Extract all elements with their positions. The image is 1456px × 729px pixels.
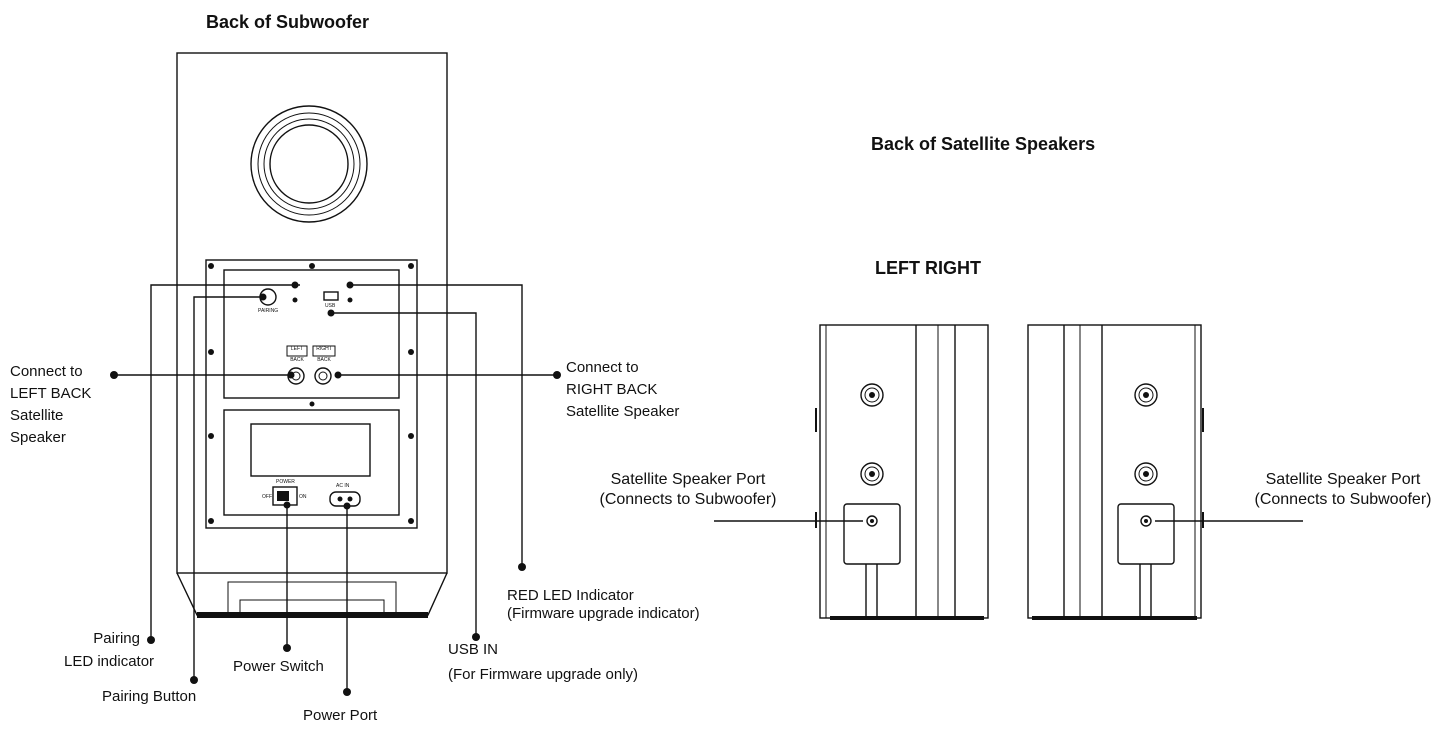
- callout-red-led: RED LED Indicator (Firmware upgrade indi…: [507, 587, 700, 622]
- panel-pairing-label: PAIRING: [258, 308, 279, 314]
- callout-right-back: Connect to RIGHT BACK Satellite Speaker: [566, 359, 680, 420]
- subwoofer-back-panel: [205, 259, 418, 529]
- callout-right-satellite-port: Satellite Speaker Port (Connects to Subw…: [1254, 471, 1432, 508]
- callout-power-switch: Power Switch: [233, 658, 324, 675]
- callout-left-satellite-port: Satellite Speaker Port (Connects to Subw…: [599, 471, 777, 508]
- panel-off-label: OFF: [262, 494, 272, 500]
- panel-power-label: POWER: [276, 479, 295, 485]
- panel-left-back-label: LEFT: [290, 346, 304, 352]
- callout-pairing-led: Pairing LED indicator: [64, 630, 155, 670]
- callout-left-back: Connect to LEFT BACK Satellite Speaker: [10, 363, 92, 446]
- left-satellite-speaker: [714, 324, 989, 620]
- subwoofer-title: Back of Subwoofer: [206, 12, 370, 32]
- subwoofer-body: [176, 52, 448, 618]
- satellites-sides-label: LEFT RIGHT: [875, 258, 981, 278]
- panel-ac-label: AC IN: [336, 483, 350, 489]
- subwoofer-callout-lines: [110, 281, 561, 696]
- panel-right-back-label-2: BACK: [317, 357, 331, 363]
- callout-pairing-button: Pairing Button: [102, 688, 197, 705]
- right-satellite-speaker: [1027, 324, 1303, 620]
- panel-right-back-label: RIGHT: [316, 346, 332, 352]
- satellites-title: Back of Satellite Speakers: [871, 134, 1096, 154]
- callout-power-port: Power Port: [303, 707, 378, 724]
- panel-left-back-label-2: BACK: [290, 357, 304, 363]
- panel-on-label: ON: [299, 494, 307, 500]
- panel-usb-label: USB: [325, 303, 336, 309]
- callout-usb-in: USB IN (For Firmware upgrade only): [448, 641, 639, 683]
- subwoofer-port-ring: [250, 105, 368, 223]
